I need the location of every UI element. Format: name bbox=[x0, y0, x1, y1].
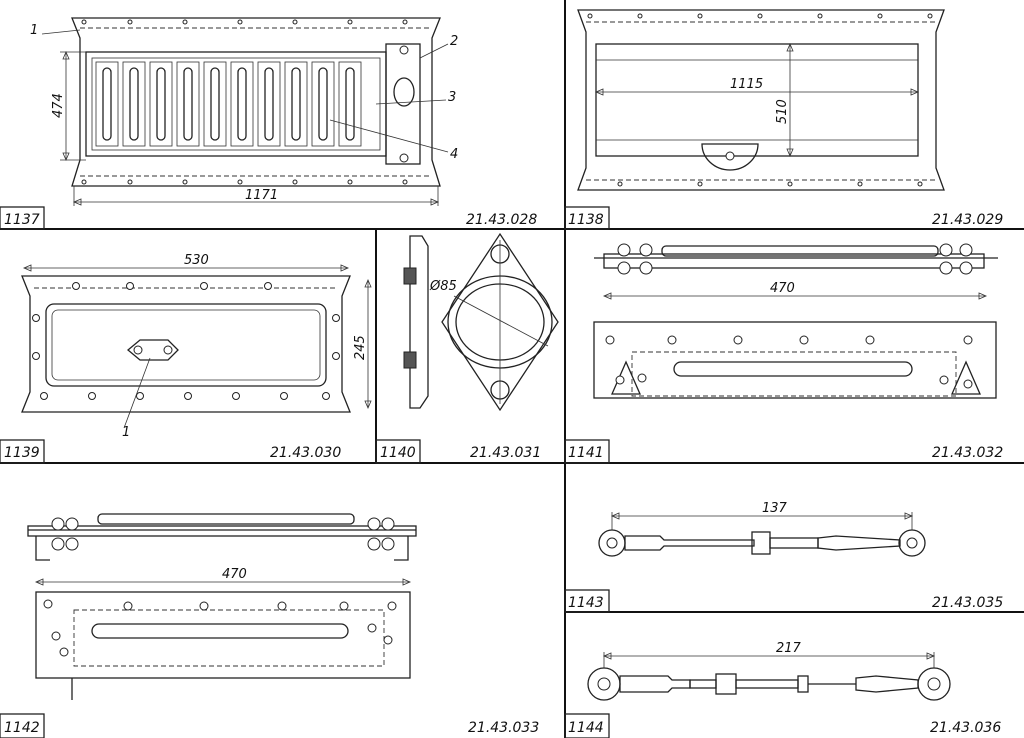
drawing-code-1141: 21.43.032 bbox=[932, 445, 1003, 461]
bolt-holes-1139 bbox=[32, 282, 340, 400]
callout-3: 3 bbox=[448, 90, 456, 105]
bolt-holes-1142 bbox=[43, 599, 397, 657]
panel-1137: 474 1171 1 2 3 4 1137 21.43.028 bbox=[0, 17, 537, 230]
dim-diameter-85: Ø85 bbox=[429, 279, 457, 294]
callout-4: 4 bbox=[450, 147, 458, 162]
drawing-code-1142: 21.43.033 bbox=[468, 720, 539, 736]
callout-1-1139: 1 bbox=[122, 425, 130, 440]
figure-number-1138: 1138 bbox=[568, 212, 604, 228]
panel-1143: 137 1143 21.43.035 bbox=[564, 501, 1003, 613]
dim-217: 217 bbox=[776, 641, 802, 656]
drawing-code-1144: 21.43.036 bbox=[930, 720, 1001, 736]
drawing-code-1138: 21.43.029 bbox=[932, 212, 1003, 228]
figure-number-1140: 1140 bbox=[380, 445, 416, 461]
bolt-holes-1137 bbox=[81, 19, 408, 185]
figure-number-1142: 1142 bbox=[4, 720, 40, 736]
bolt-holes-1141 bbox=[605, 335, 973, 389]
dim-1171: 1171 bbox=[245, 188, 278, 203]
figure-number-1144: 1144 bbox=[568, 720, 604, 736]
panel-1138: 1115 510 1138 21.43.029 bbox=[564, 9, 1003, 230]
figure-number-1141: 1141 bbox=[568, 445, 604, 461]
dim-137: 137 bbox=[762, 501, 788, 516]
figure-number-1137: 1137 bbox=[4, 212, 40, 228]
panel-1140: Ø85 1140 21.43.031 bbox=[375, 232, 559, 464]
dim-470: 470 bbox=[770, 281, 795, 296]
panel-1141: 470 1141 21.43.032 bbox=[564, 243, 1003, 464]
drawing-code-1137: 21.43.028 bbox=[466, 212, 537, 228]
drawing-code-1143: 21.43.035 bbox=[932, 595, 1003, 611]
dim-1115: 1115 bbox=[730, 77, 763, 92]
dim-530: 530 bbox=[184, 253, 209, 268]
callout-2: 2 bbox=[450, 34, 458, 49]
dim-245: 245 bbox=[353, 335, 368, 360]
figure-number-1139: 1139 bbox=[4, 445, 40, 461]
dim-474: 474 bbox=[51, 93, 66, 118]
window-slots bbox=[95, 61, 362, 147]
panel-1142: 470 1142 21.43.033 bbox=[0, 513, 539, 738]
bolt-holes-1138 bbox=[587, 13, 933, 187]
dim-510: 510 bbox=[775, 99, 790, 124]
panel-1139: 530 245 1 1139 21.43.030 bbox=[0, 253, 372, 464]
dim-470-1142: 470 bbox=[222, 567, 247, 582]
callout-1: 1 bbox=[30, 23, 38, 38]
drawing-code-1139: 21.43.030 bbox=[270, 445, 341, 461]
panel-1144: 217 1144 21.43.036 bbox=[564, 641, 1001, 738]
drawing-code-1140: 21.43.031 bbox=[470, 445, 541, 461]
figure-number-1143: 1143 bbox=[568, 595, 604, 611]
